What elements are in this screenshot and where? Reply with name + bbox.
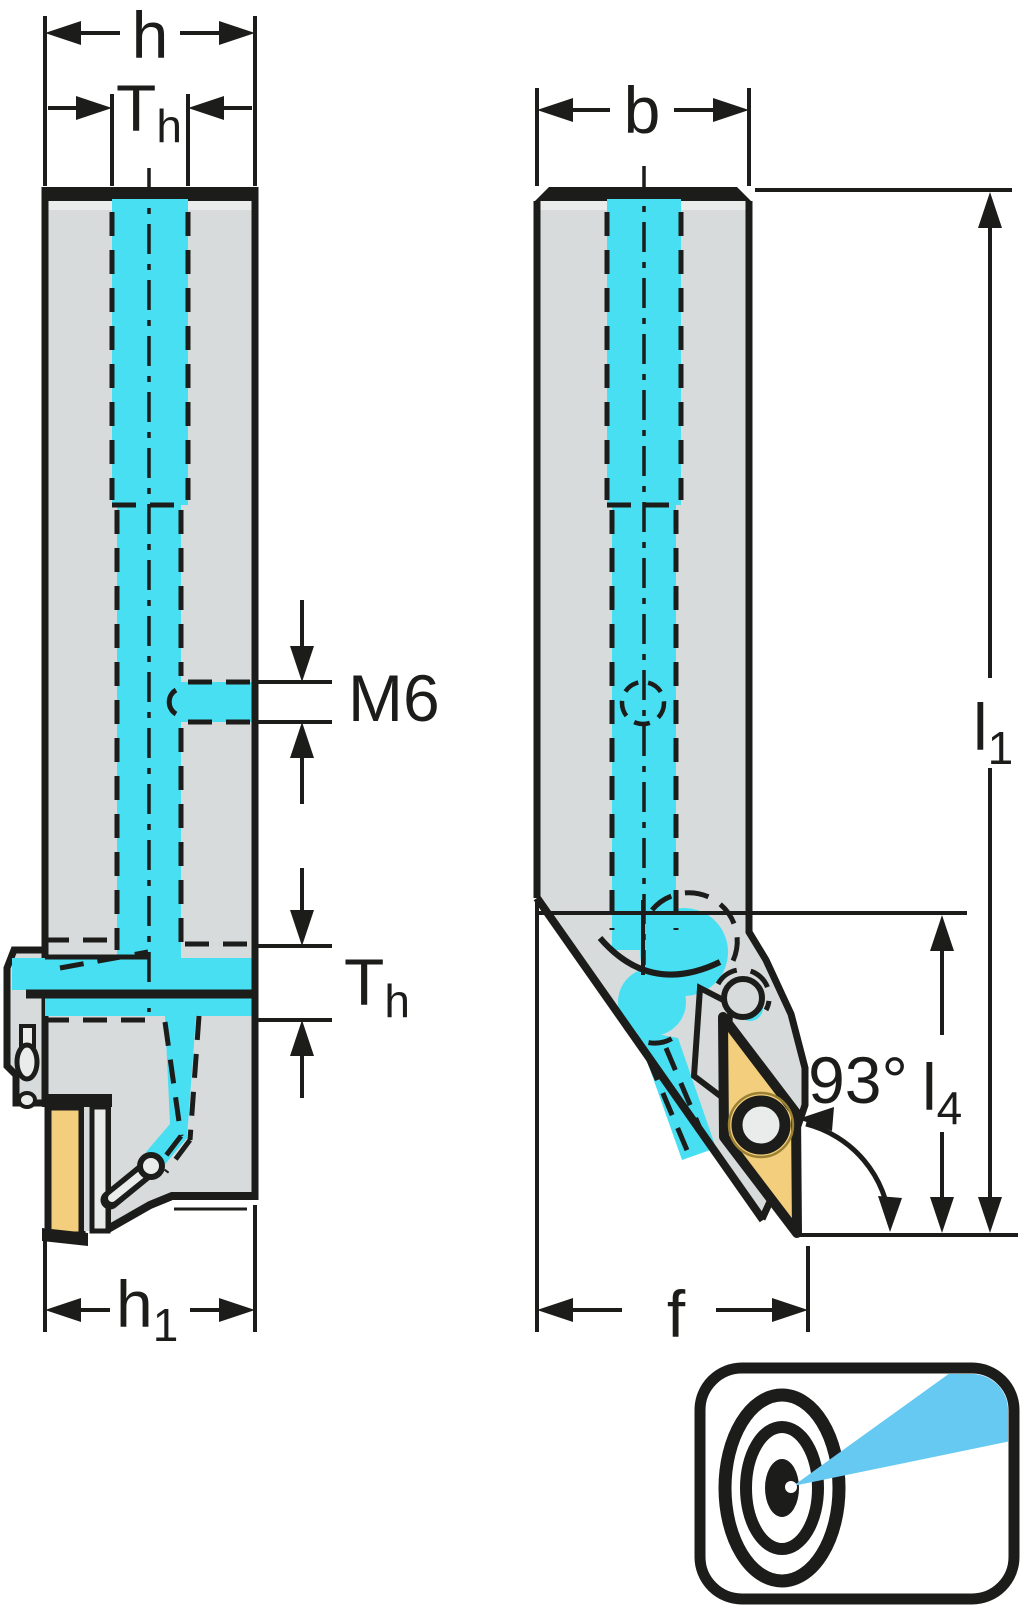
cross-hole-hidden (619, 679, 667, 727)
extension-lines (43, 16, 1018, 1332)
label-th-side: Th (344, 945, 410, 1027)
right-view (533, 166, 809, 1238)
label-h: h (132, 0, 169, 72)
label-m6: M6 (348, 661, 440, 735)
dimension-m6: M6 (258, 600, 440, 804)
label-l1: l1 (973, 690, 1013, 774)
coolant-cavity-lower (618, 968, 686, 1036)
dimension-l4: l4 (922, 915, 962, 1233)
beam-impact-dot (785, 1481, 797, 1493)
clamp-pin (17, 1091, 37, 1109)
insert-screw-hole (731, 1095, 791, 1155)
coolant-port-m6 (181, 682, 255, 722)
dimension-angle-93: 93° (798, 1043, 908, 1232)
coolant-band-upper (12, 958, 255, 990)
coolant-target-icon (694, 1362, 1020, 1605)
clamp-screw (14, 1042, 40, 1082)
label-h1: h1 (116, 1267, 178, 1351)
clamp-screw-side (721, 976, 765, 1020)
right-hidden-edges (604, 212, 772, 1163)
shim-front-view (89, 1104, 111, 1234)
insert-hole-chamfer (727, 1091, 795, 1159)
label-f: f (667, 1277, 686, 1351)
label-b: b (624, 73, 661, 147)
bullseye-icon (718, 1388, 846, 1588)
dimension-l1: l1 (973, 192, 1013, 1233)
label-th-top: Th (116, 71, 182, 152)
label-l4: l4 (922, 1050, 962, 1134)
dimension-th-top: Th (48, 71, 252, 152)
insert-base-plate (42, 1228, 88, 1246)
dimension-h: h (45, 0, 255, 72)
coolant-beam-icon (793, 1374, 1008, 1486)
dimension-th-side: Th (258, 868, 410, 1098)
dimension-f: f (537, 1277, 808, 1351)
label-angle-93: 93° (808, 1043, 908, 1117)
coolant-band-lower (45, 998, 255, 1016)
dimension-h1: h1 (45, 1267, 255, 1351)
insert-front-view (44, 1103, 86, 1239)
insert-seat-gap (84, 1107, 92, 1231)
dimension-b: b (537, 73, 749, 147)
coolant-nozzle-channel (146, 1016, 196, 1168)
left-view (3, 168, 259, 1246)
coolant-nozzle (100, 1152, 165, 1210)
